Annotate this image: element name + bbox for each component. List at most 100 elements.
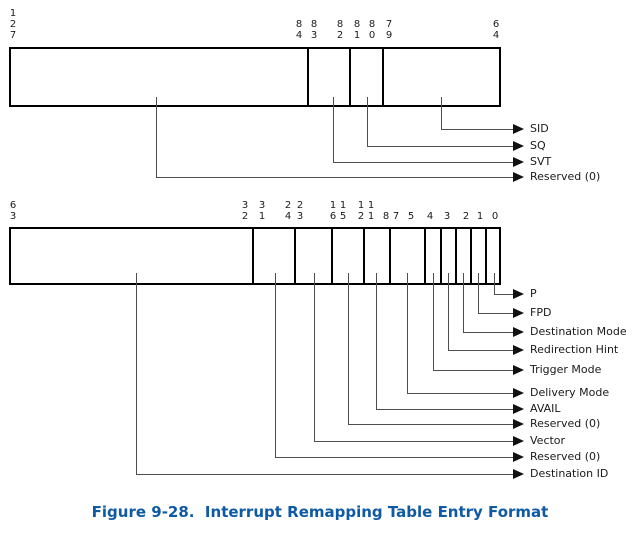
bit-label-8: 8: [382, 211, 390, 222]
callout-leader-line: [136, 474, 514, 475]
callout-leader-line: [463, 332, 514, 333]
bit-label-64: 6 4: [492, 19, 500, 41]
bit-label-15: 1 5: [339, 200, 347, 222]
bit-label-11: 1 1: [367, 200, 375, 222]
field-divider: [485, 227, 487, 285]
callout-label-reserved-low: Reserved (0): [530, 450, 601, 463]
callout-leader-line: [494, 294, 514, 295]
field-divider: [470, 227, 472, 285]
arrowhead-icon: [513, 388, 524, 398]
bit-label-2: 2: [462, 211, 470, 222]
arrowhead-icon: [513, 436, 524, 446]
callout-label-trigger-mode: Trigger Mode: [530, 363, 602, 376]
callout-leader-line: [333, 97, 334, 162]
bit-label-127: 1 2 7: [9, 8, 17, 41]
field-divider: [294, 227, 296, 285]
callout-leader-line: [407, 393, 514, 394]
bit-label-24: 2 4: [284, 200, 292, 222]
callout-leader-line: [156, 177, 514, 178]
field-divider: [252, 227, 254, 285]
callout-leader-line: [367, 146, 514, 147]
callout-label-vector: Vector: [530, 434, 566, 447]
callout-label-svt: SVT: [530, 155, 552, 168]
arrowhead-icon: [513, 452, 524, 462]
callout-leader-line: [448, 350, 514, 351]
callout-label-reserved-high: Reserved (0): [530, 170, 601, 183]
callout-label-p: P: [530, 287, 537, 300]
field-divider: [455, 227, 457, 285]
callout-leader-line: [367, 97, 368, 146]
field-divider: [440, 227, 442, 285]
callout-leader-line: [376, 409, 514, 410]
bit-label-63: 6 3: [9, 200, 17, 222]
bit-label-3: 3: [443, 211, 451, 222]
bit-label-5: 5: [407, 211, 415, 222]
callout-leader-line: [433, 273, 434, 370]
field-divider: [331, 227, 333, 285]
callout-leader-line: [348, 273, 349, 424]
callout-label-destination-id: Destination ID: [530, 467, 609, 480]
bit-label-23: 2 3: [296, 200, 304, 222]
bit-label-81: 8 1: [353, 19, 361, 41]
callout-leader-line: [478, 313, 514, 314]
callout-label-delivery-mode: Delivery Mode: [530, 386, 610, 399]
callout-leader-line: [407, 273, 408, 393]
arrowhead-icon: [513, 327, 524, 337]
callout-leader-line: [433, 370, 514, 371]
callout-leader-line: [463, 273, 464, 332]
bit-label-79: 7 9: [385, 19, 393, 41]
callout-leader-line: [275, 457, 514, 458]
arrowhead-icon: [513, 289, 524, 299]
field-divider: [389, 227, 391, 285]
field-divider: [307, 47, 309, 107]
arrowhead-icon: [513, 345, 524, 355]
callout-leader-line: [441, 97, 442, 129]
bit-label-16: 1 6: [329, 200, 337, 222]
callout-label-redirection-hint: Redirection Hint: [530, 343, 619, 356]
callout-leader-line: [441, 129, 514, 130]
upper-register-box: [9, 47, 501, 107]
field-divider: [363, 227, 365, 285]
arrowhead-icon: [513, 419, 524, 429]
bit-label-83: 8 3: [310, 19, 318, 41]
callout-leader-line: [448, 273, 449, 350]
callout-label-reserved-mid: Reserved (0): [530, 417, 601, 430]
bit-label-31: 3 1: [258, 200, 266, 222]
bit-label-1: 1: [476, 211, 484, 222]
lower-register-box: [9, 227, 501, 285]
arrowhead-icon: [513, 157, 524, 167]
callout-leader-line: [314, 441, 514, 442]
arrowhead-icon: [513, 172, 524, 182]
arrowhead-icon: [513, 308, 524, 318]
bit-label-84: 8 4: [295, 19, 303, 41]
callout-leader-line: [136, 273, 137, 474]
callout-label-fpd: FPD: [530, 306, 552, 319]
callout-leader-line: [348, 424, 514, 425]
callout-label-sid: SID: [530, 122, 549, 135]
bit-label-7: 7: [392, 211, 400, 222]
callout-leader-line: [478, 273, 479, 313]
arrowhead-icon: [513, 404, 524, 414]
bit-label-4: 4: [426, 211, 434, 222]
field-divider: [424, 227, 426, 285]
bit-label-0: 0: [491, 211, 499, 222]
callout-label-destination-mode: Destination Mode: [530, 325, 627, 338]
figure-caption: Figure 9-28. Interrupt Remapping Table E…: [91, 503, 549, 521]
arrowhead-icon: [513, 365, 524, 375]
callout-leader-line: [494, 273, 495, 294]
bit-label-80: 8 0: [368, 19, 376, 41]
arrowhead-icon: [513, 124, 524, 134]
arrowhead-icon: [513, 469, 524, 479]
callout-leader-line: [314, 273, 315, 441]
bit-label-12: 1 2: [357, 200, 365, 222]
arrowhead-icon: [513, 141, 524, 151]
bit-label-82: 8 2: [336, 19, 344, 41]
callout-leader-line: [156, 97, 157, 177]
field-divider: [382, 47, 384, 107]
field-divider: [349, 47, 351, 107]
callout-leader-line: [275, 273, 276, 457]
callout-label-sq: SQ: [530, 139, 546, 152]
bit-label-32: 3 2: [241, 200, 249, 222]
callout-leader-line: [333, 162, 514, 163]
